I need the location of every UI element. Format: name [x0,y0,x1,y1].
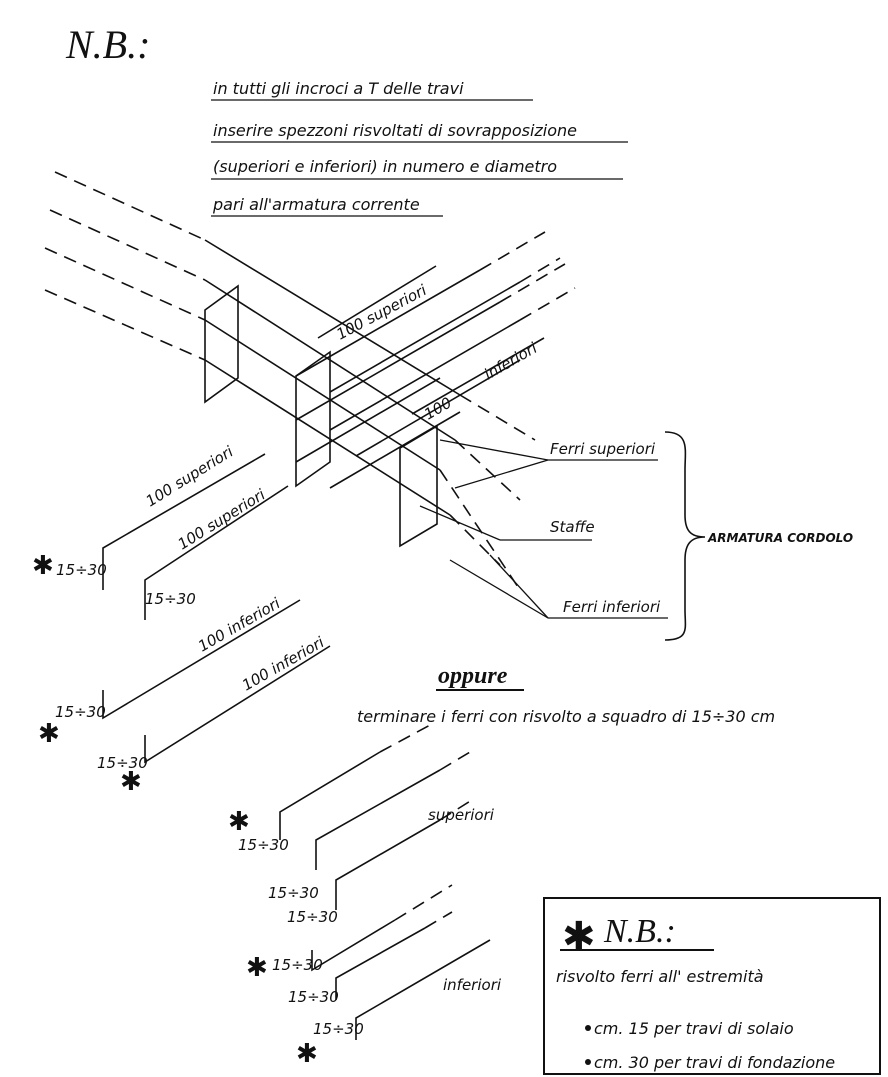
asterisk-3: ✱ [120,767,142,797]
alt-hook-6: 15÷30 [313,1020,364,1038]
label-left-sup-1: 100 superiori [143,442,237,510]
hook-3: 15÷30 [55,703,106,721]
note-box-asterisk: ✱ [562,914,596,960]
alt-hook-1: 15÷30 [238,836,289,854]
alt-hook-5: 15÷30 [288,988,339,1006]
asterisk-1: ✱ [32,551,54,581]
left-superiori-bars [102,453,289,620]
note-box: ✱ N.B.: risvolto ferri all' estremità cm… [543,897,881,1075]
alt-hook-drawing [279,723,491,1040]
label-ferri-superiori: Ferri superiori [550,440,656,458]
asterisk-6: ✱ [296,1039,318,1069]
label-left-sup-2: 100 superiori [175,485,269,553]
label-top-100: 100 [421,394,455,424]
alt-hook-4: 15÷30 [272,956,323,974]
label-ferri-inferiori: Ferri inferiori [563,598,661,616]
label-left-inf-2: 100 inferiori [239,633,328,695]
note-box-item-1: cm. 15 per travi di solaio [594,1019,794,1038]
left-inferiori-bars [102,599,331,764]
label-staffe: Staffe [550,518,595,536]
brace [664,431,706,641]
asterisk-2: ✱ [38,719,60,749]
asterisk-4: ✱ [228,807,250,837]
intro-line-2: inserire spezzoni risvoltati di sovrappo… [213,121,577,140]
note-box-title: N.B.: [603,913,676,950]
intro-line-4: pari all'armatura corrente [212,195,420,214]
leader-lines [419,439,668,619]
label-alt-inferiori: inferiori [443,976,502,994]
label-top-inferiori: inferiori [481,338,541,383]
hook-4: 15÷30 [97,754,148,772]
label-armatura-cordolo: ARMATURA CORDOLO [707,531,853,545]
note-box-item-2: cm. 30 per travi di fondazione [594,1053,835,1072]
intro-line-3: (superiori e inferiori) in numero e diam… [213,157,557,176]
intro-line-1: in tutti gli incroci a T delle travi [213,79,464,98]
alt-hook-3: 15÷30 [287,908,338,926]
hook-1: 15÷30 [56,561,107,579]
beam-junction-drawing [44,171,576,591]
asterisk-5: ✱ [246,953,268,983]
oppure-heading: oppure [438,663,508,689]
label-alt-superiori: superiori [428,806,495,824]
hook-2: 15÷30 [145,590,196,608]
terminare-text: terminare i ferri con risvolto a squadro… [357,707,775,726]
label-left-inf-1: 100 inferiori [195,594,284,656]
alt-hook-2: 15÷30 [268,884,319,902]
nb-title: N.B.: [65,22,150,67]
intro-note: in tutti gli incroci a T delle travi ins… [211,79,628,217]
label-top-superiori: 100 superiori [333,281,430,344]
note-box-subtitle: risvolto ferri all' estremità [556,967,764,986]
